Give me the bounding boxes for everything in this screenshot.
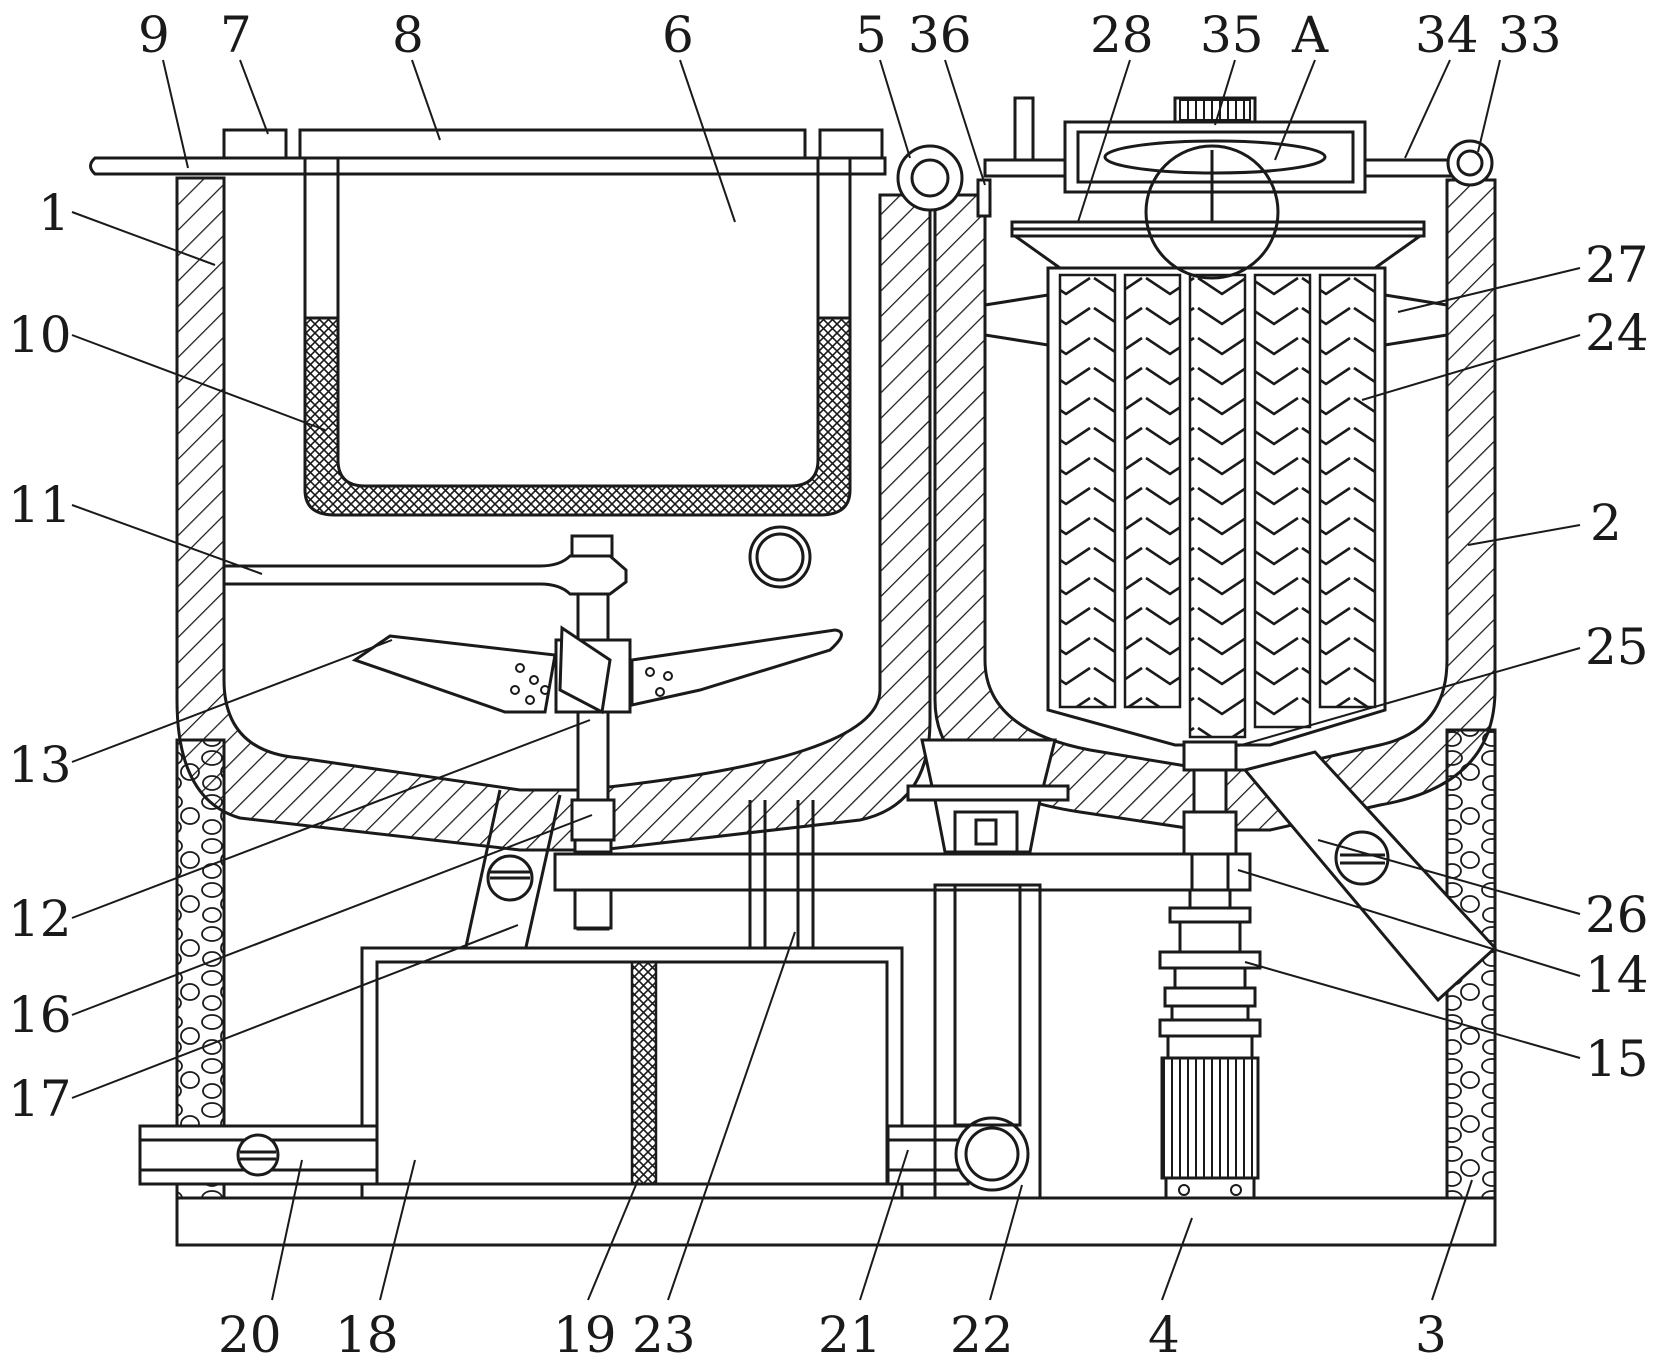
label-6: 6 [662,6,694,64]
label-24: 24 [1585,304,1649,362]
label-14: 14 [1585,946,1649,1004]
right-shaft [1182,740,1238,892]
label-27: 27 [1585,236,1649,294]
small-latch [976,178,992,218]
label-35: 35 [1200,6,1264,64]
label-16: 16 [8,986,72,1044]
label-17: 17 [8,1070,72,1128]
label-4: 4 [1148,1306,1180,1364]
label-33: 33 [1498,6,1562,64]
label-13: 13 [8,736,72,794]
top-drive-box [1013,96,1367,194]
support-arm [222,534,628,596]
inner-basket [303,158,852,517]
drive-motor [1158,888,1262,1200]
label-15: 15 [1585,1030,1649,1088]
label-2: 2 [1590,494,1622,552]
impeller-blades [351,625,843,715]
top-rail-right [983,158,1472,178]
detail-circle-a [1144,144,1280,280]
discharge-chute-left [460,789,562,966]
collection-box [360,946,904,1200]
pump-pulley [886,883,1042,1200]
side-brackets [983,293,1449,347]
center-bearing [906,738,1070,854]
label-36: 36 [908,6,972,64]
base-plate [175,1196,1497,1247]
leader-lines [71,59,1581,1301]
top-rail [89,156,887,176]
filter-columns [1058,273,1377,739]
hinge-left [896,144,964,212]
label-8: 8 [392,6,424,64]
label-1: 1 [38,184,70,242]
left-support-leg [175,738,226,1200]
label-28: 28 [1090,6,1154,64]
label-20: 20 [218,1306,282,1364]
label-22: 22 [950,1306,1014,1364]
label-12: 12 [8,890,72,948]
outlet-pipe [138,1124,379,1186]
hinge-right [1446,139,1494,187]
label-7: 7 [220,6,252,64]
label-23: 23 [632,1306,696,1364]
label-A: A [1291,6,1329,64]
transmission-arm [553,800,1252,948]
label-19: 19 [553,1306,617,1364]
label-3: 3 [1415,1306,1447,1364]
label-9: 9 [138,6,170,64]
label-21: 21 [818,1306,882,1364]
label-11: 11 [8,476,72,534]
discharge-chute-right [1242,750,1498,1003]
part-labels: 9 7 8 6 5 36 28 35 A 34 33 1 10 11 13 12… [8,6,1649,1364]
label-25: 25 [1585,618,1649,676]
label-26: 26 [1585,886,1649,944]
sensor-ring [748,525,812,589]
label-5: 5 [855,6,887,64]
lid-blocks [222,128,884,160]
label-18: 18 [335,1306,399,1364]
label-34: 34 [1415,6,1479,64]
label-10: 10 [8,306,72,364]
